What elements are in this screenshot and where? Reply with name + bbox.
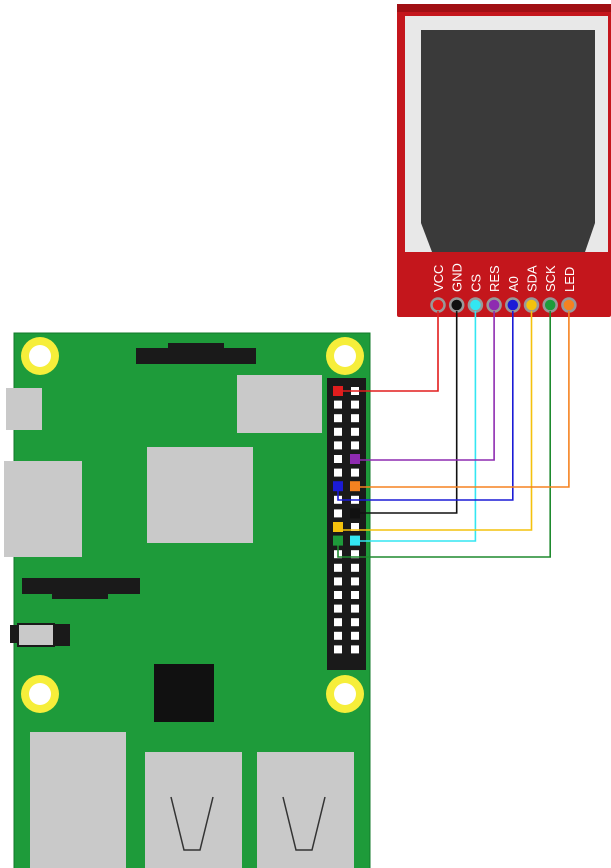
camera-ribbon-connector bbox=[22, 578, 140, 599]
pin-label: CS bbox=[468, 274, 483, 292]
gpio-pin-connected bbox=[350, 454, 360, 464]
gpio-pin bbox=[334, 604, 342, 613]
pin-label: VCC bbox=[431, 265, 446, 292]
display-pin-res: RES bbox=[486, 265, 502, 313]
gpio-pin bbox=[351, 550, 359, 559]
pin-label: SDA bbox=[525, 265, 540, 292]
gpio-pin bbox=[334, 631, 342, 640]
gpio-pin bbox=[334, 645, 342, 654]
display-ribbon-connector bbox=[136, 343, 256, 364]
ethernet-port bbox=[30, 732, 126, 868]
display-pin-sda: SDA bbox=[523, 265, 540, 313]
display-pin-led: LED bbox=[561, 267, 577, 313]
wires bbox=[337, 311, 570, 558]
pin-label: LED bbox=[562, 267, 577, 292]
gpio-pin-connected bbox=[333, 386, 343, 396]
pin-label: GND bbox=[450, 263, 465, 292]
pin-label: SCK bbox=[543, 265, 558, 292]
gpio-pin bbox=[351, 468, 359, 477]
pin-label: A0 bbox=[506, 276, 521, 292]
gpio-connected-pins bbox=[333, 386, 360, 546]
gpio-pin bbox=[334, 563, 342, 572]
wire-res bbox=[354, 311, 495, 461]
usb-port bbox=[145, 752, 242, 868]
gpio-pin-connected bbox=[333, 535, 343, 546]
usb-controller-chip bbox=[154, 664, 214, 722]
screen bbox=[421, 30, 595, 223]
gpio-pin-connected bbox=[333, 522, 343, 532]
gpio-pin bbox=[351, 645, 359, 654]
display-pin-vcc: VCC bbox=[430, 265, 446, 313]
wireless-module bbox=[237, 375, 322, 433]
gpio-pin-connected bbox=[333, 481, 343, 492]
display-pin-cs: CS bbox=[467, 274, 483, 313]
audio-jack bbox=[10, 623, 70, 647]
wire-a0 bbox=[337, 311, 514, 501]
pin-label: RES bbox=[487, 265, 502, 292]
power-port bbox=[6, 388, 42, 430]
hdmi-port bbox=[4, 461, 82, 557]
soc-chip bbox=[147, 447, 253, 543]
mounting-hole bbox=[326, 337, 364, 375]
gpio-pin bbox=[351, 563, 359, 572]
gpio-pin bbox=[334, 509, 342, 518]
gpio-pin bbox=[334, 455, 342, 463]
gpio-pin bbox=[334, 427, 342, 436]
gpio-pin bbox=[351, 400, 359, 409]
gpio-pin bbox=[351, 577, 359, 586]
gpio-pin bbox=[334, 618, 342, 627]
gpio-pin bbox=[351, 631, 359, 640]
display-pin-gnd: GND bbox=[448, 263, 465, 313]
wire-sck bbox=[337, 311, 552, 558]
gpio-pin-connected bbox=[350, 508, 360, 519]
gpio-pin bbox=[351, 591, 359, 599]
gpio-pin bbox=[351, 523, 359, 531]
mounting-hole bbox=[21, 675, 59, 713]
gpio-pin bbox=[334, 400, 342, 409]
gpio-pin bbox=[351, 414, 359, 423]
wire-vcc bbox=[338, 311, 439, 392]
gpio-pin bbox=[334, 577, 342, 586]
gpio-pin bbox=[351, 604, 359, 613]
usb-port bbox=[257, 752, 354, 868]
mounting-hole bbox=[21, 337, 59, 375]
gpio-header bbox=[327, 378, 366, 670]
gpio-pin bbox=[334, 591, 342, 599]
gpio-pin-connected bbox=[350, 481, 360, 492]
gpio-pin bbox=[334, 414, 342, 423]
raspberry-pi-board bbox=[4, 332, 371, 868]
gpio-pin bbox=[351, 441, 359, 450]
gpio-pin-connected bbox=[350, 535, 360, 546]
gpio-pin bbox=[351, 618, 359, 627]
gpio-pin bbox=[334, 468, 342, 477]
mounting-hole bbox=[326, 675, 364, 713]
gpio-pin bbox=[334, 441, 342, 450]
display-pin-sck: SCK bbox=[542, 265, 558, 313]
gpio-pin bbox=[351, 427, 359, 436]
